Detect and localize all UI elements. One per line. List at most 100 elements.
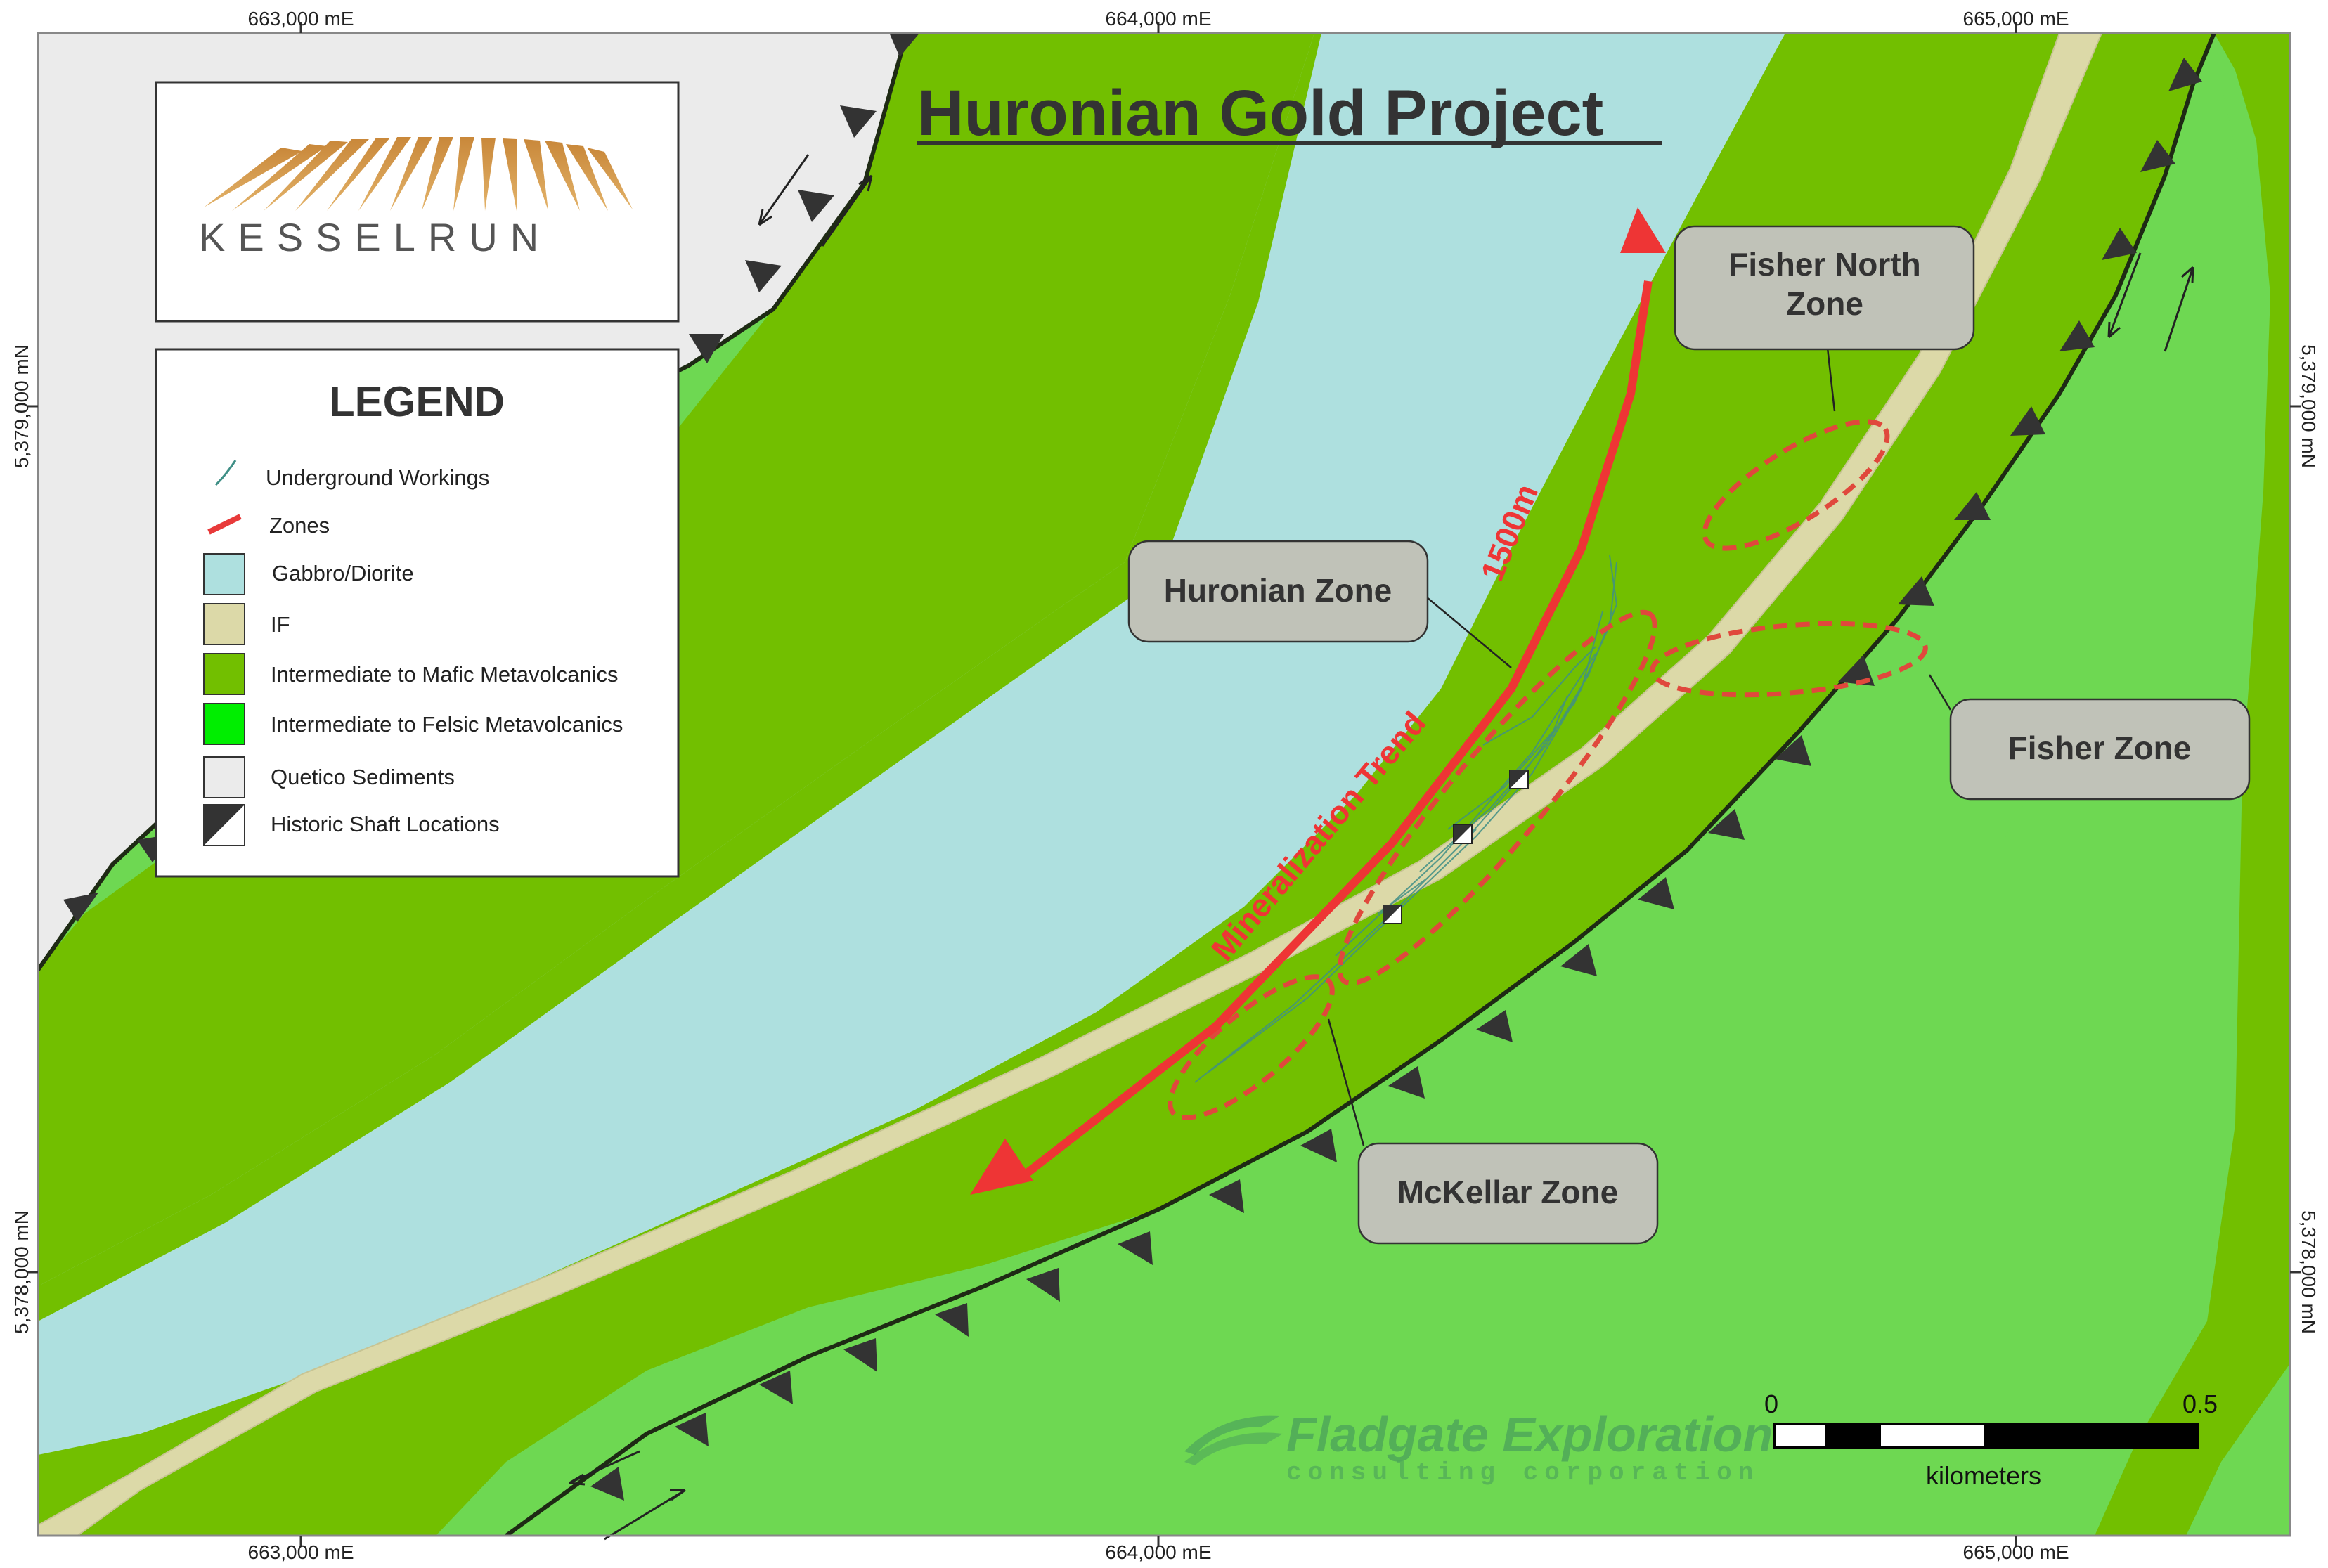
mafic-metavolcanics-east <box>2095 33 2290 1536</box>
watermark-main: Fladgate Exploration <box>1286 1407 1773 1462</box>
fault-teeth <box>63 33 2202 1501</box>
thrust-fault-central <box>505 33 2216 1536</box>
scale-start-label: 0 <box>1764 1389 1778 1418</box>
fault-tooth <box>590 1467 624 1501</box>
legend-item-underground-workings: Underground Workings <box>214 460 489 490</box>
logo-wordmark: KESSELRUN <box>199 215 551 259</box>
mckellar-zone-outline <box>1168 974 1335 1120</box>
fisher-north-zone-label-line1: Fisher North <box>1728 246 1920 283</box>
scale-end-label: 0.5 <box>2182 1389 2218 1418</box>
trend-arrow-shaft <box>1023 280 1653 1177</box>
grid-label-bottom: 665,000 mE <box>1963 1541 2069 1563</box>
shaft-swatch-triangle <box>204 805 245 845</box>
fisher-north-zone-callout: Fisher North Zone <box>1674 225 1975 351</box>
callout-leaders <box>1327 347 1952 1146</box>
grid-label-top: 664,000 mE <box>1106 8 1212 30</box>
zones-symbol <box>207 514 242 535</box>
grid-label-bottom: 664,000 mE <box>1106 1541 1212 1563</box>
workings-drift <box>1208 611 1603 1073</box>
watermark-swoosh <box>1184 1415 1279 1455</box>
legend-panel: LEGEND Underground Workings Zones Gabbro… <box>155 348 680 878</box>
huronian-zone-label: Huronian Zone <box>1164 572 1392 609</box>
fisher-zone-outline <box>1650 621 1928 698</box>
gabbro-swatch <box>203 553 245 595</box>
legend-label: Historic Shaft Locations <box>271 812 500 836</box>
map-title: Huronian Gold Project <box>917 77 1603 149</box>
scale-bar: 0 0.5 kilometers <box>1764 1389 2218 1490</box>
map-title-underline <box>917 141 1662 145</box>
shear-arrow <box>821 174 873 247</box>
mckellar-zone-label: McKellar Zone <box>1397 1174 1618 1210</box>
fault-tooth <box>1954 492 1991 520</box>
grid-label-top: 665,000 mE <box>1963 8 2069 30</box>
watermark: Fladgate Exploration consulting corporat… <box>1184 1407 1773 1487</box>
fault-tooth <box>1708 809 1745 840</box>
shear-arrow <box>2107 252 2142 339</box>
mckellar-zone-callout: McKellar Zone <box>1357 1142 1659 1245</box>
fault-tooth <box>1775 735 1811 766</box>
grid-label-left: 5,378,000 mN <box>11 1210 32 1334</box>
workings-drift <box>1447 695 1568 830</box>
fault-tooth <box>1209 1179 1244 1213</box>
huronian-leader <box>1426 597 1512 668</box>
mineralization-trend-arrow <box>970 207 1666 1195</box>
legend-title: LEGEND <box>329 378 505 425</box>
fault-tooth <box>889 33 920 57</box>
fisher-north-leader <box>1826 347 1836 412</box>
legend-item-if: IF <box>203 603 290 645</box>
fault-tooth <box>798 190 834 222</box>
watermark-sub: consulting corporation <box>1286 1458 1759 1487</box>
fisher-zone-callout: Fisher Zone <box>1949 698 2251 801</box>
legend-label: IF <box>271 612 290 637</box>
shaft-marker <box>1509 770 1529 789</box>
huronian-zone-callout: Huronian Zone <box>1127 540 1429 643</box>
legend-label: Intermediate to Mafic Metavolcanics <box>271 662 619 687</box>
fault-tooth <box>1300 1129 1337 1162</box>
fault-tooth <box>2168 58 2202 91</box>
fault-tooth <box>63 893 98 922</box>
grid-label-right: 5,378,000 mN <box>2298 1210 2320 1334</box>
huronian-zone-outline <box>1337 609 1657 986</box>
fault-tooth <box>1638 877 1674 909</box>
zone-callouts: Huronian Zone Fisher North Zone Fisher Z… <box>1127 225 2251 1245</box>
shear-arrow <box>2164 266 2194 352</box>
legend-label: Intermediate to Felsic Metavolcanics <box>271 712 623 737</box>
underground-workings <box>1194 555 1618 1083</box>
grid-label-top: 663,000 mE <box>248 8 354 30</box>
fault-tooth <box>689 334 724 363</box>
fault-tooth <box>1838 655 1875 686</box>
fault-tooth <box>675 1413 709 1446</box>
fault-tooth <box>843 1338 877 1372</box>
legend-item-gabbro: Gabbro/Diorite <box>203 553 414 595</box>
legend-label: Zones <box>269 513 330 538</box>
fisher-north-zone-label-line2: Zone <box>1786 285 1863 322</box>
workings-drift <box>1419 555 1618 872</box>
fault-tooth <box>2010 406 2045 436</box>
fisher-north-zone-outline <box>1702 419 1890 551</box>
legend-item-zones: Zones <box>207 513 330 538</box>
workings-drift <box>1482 646 1596 746</box>
fault-tooth <box>1560 944 1597 976</box>
legend-label: Quetico Sediments <box>271 765 455 789</box>
fisher-zone-label: Fisher Zone <box>2008 730 2192 766</box>
underground-workings-symbol <box>214 460 237 486</box>
zone-outlines <box>1168 419 1928 1120</box>
felsic-swatch <box>203 703 245 745</box>
grid-label-bottom: 663,000 mE <box>248 1541 354 1563</box>
fault-tooth <box>745 260 782 292</box>
legend-item-mafic: Intermediate to Mafic Metavolcanics <box>203 653 619 695</box>
company-logo: KESSELRUN <box>155 81 680 323</box>
fault-tooth <box>759 1371 793 1404</box>
logo-sunburst <box>204 137 633 211</box>
watermark-swoosh <box>1184 1432 1283 1465</box>
map-frame <box>37 32 2291 1537</box>
fault-tooth <box>2102 228 2137 260</box>
shear-arrow <box>604 1489 686 1541</box>
fault-tooth <box>840 105 877 138</box>
workings-drift <box>1377 829 1477 914</box>
mafic-swatch <box>203 653 245 695</box>
shaft-marker <box>1453 824 1473 844</box>
legend-item-shaft: Historic Shaft Locations <box>203 804 500 846</box>
grid-label-left: 5,379,000 mN <box>11 344 32 468</box>
